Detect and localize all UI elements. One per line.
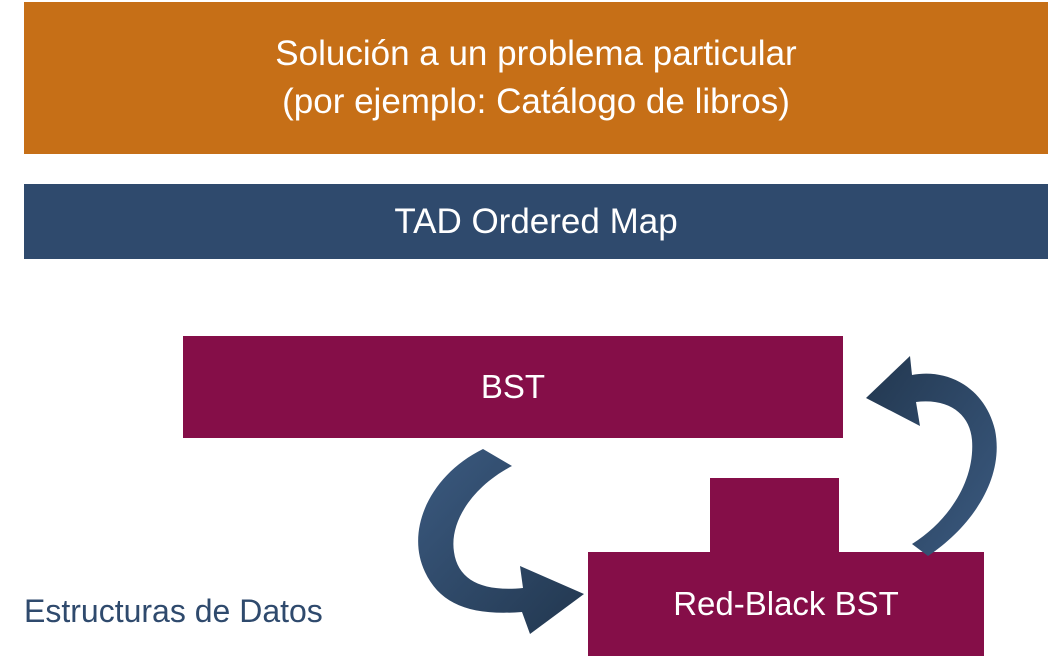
adt-layer-label: TAD Ordered Map	[394, 201, 678, 241]
problem-layer-line-1: Solución a un problema particular	[275, 34, 797, 73]
curved-arrow-red-black-to-bst-icon	[866, 356, 997, 556]
red-black-bst-label: Red-Black BST	[673, 585, 899, 622]
red-black-bst-box-tab	[710, 478, 839, 558]
adt-layer-box: TAD Ordered Map	[24, 184, 1048, 259]
problem-layer-line-2: (por ejemplo: Catálogo de libros)	[282, 82, 790, 121]
data-structures-caption: Estructuras de Datos	[24, 593, 323, 629]
problem-layer-box: Solución a un problema particular (por e…	[24, 2, 1048, 154]
curved-arrow-bst-to-red-black-icon	[418, 449, 584, 634]
bst-label: BST	[480, 368, 546, 405]
red-black-bst-box: Red-Black BST	[588, 552, 984, 656]
bst-box: BST	[183, 336, 843, 438]
